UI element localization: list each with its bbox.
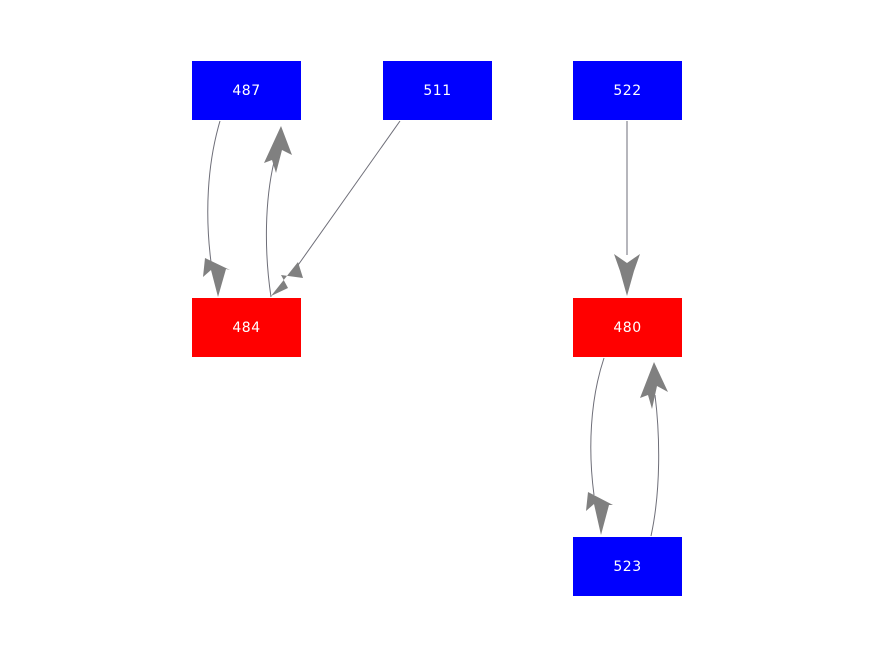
- node-label-487: 487: [232, 82, 261, 99]
- edge-522-to-480: [614, 121, 640, 296]
- edge-511-to-484: [271, 120, 401, 296]
- node-label-522: 522: [613, 82, 642, 99]
- arrowhead-up-into-487: [264, 126, 292, 173]
- node-label-480: 480: [613, 319, 642, 336]
- graph-node-487[interactable]: 487: [192, 61, 301, 120]
- graph-node-511[interactable]: 511: [383, 61, 492, 120]
- graph-node-523[interactable]: 523: [573, 537, 682, 596]
- arrowhead-up-into-480: [640, 362, 668, 409]
- graph-node-522[interactable]: 522: [573, 61, 682, 120]
- edge-484-to-487: [264, 126, 292, 298]
- edge-480-to-523: [586, 357, 613, 535]
- edge-523-to-480: [640, 362, 668, 537]
- node-label-511: 511: [423, 82, 452, 99]
- arrowhead-down-into-523: [586, 492, 613, 535]
- arrowhead-down-into-484: [203, 258, 230, 297]
- arrowhead-into-484-from-511: [271, 262, 303, 296]
- graph-node-484[interactable]: 484: [192, 298, 301, 357]
- node-label-484: 484: [232, 319, 261, 336]
- graph-node-480[interactable]: 480: [573, 298, 682, 357]
- arrowhead-down-into-480: [614, 254, 640, 296]
- edge-487-to-484: [203, 120, 230, 297]
- node-label-523: 523: [613, 558, 642, 575]
